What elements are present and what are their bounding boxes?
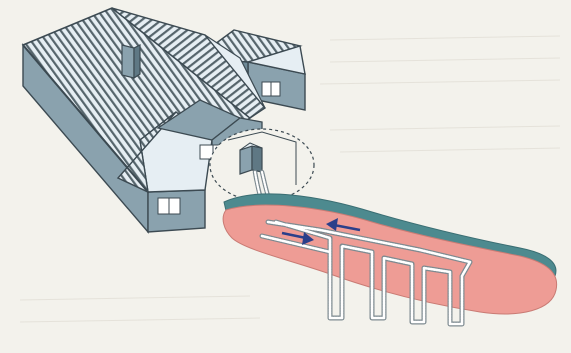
ground-trench [223,194,557,314]
heat-pump-unit-icon [240,143,262,174]
